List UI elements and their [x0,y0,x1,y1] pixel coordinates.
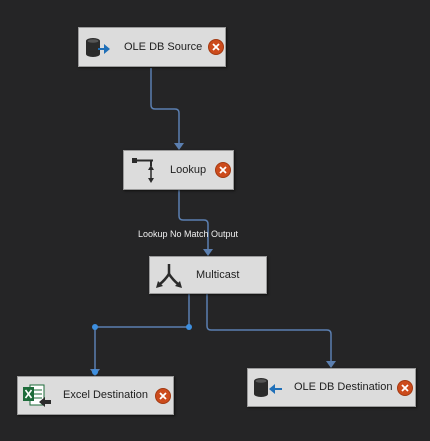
arrow-head [174,143,184,150]
node-label: Multicast [196,269,240,281]
error-icon [208,39,224,55]
path-handle[interactable] [92,369,98,375]
connector-lookup-to-multicast[interactable] [178,190,209,249]
connector-source-to-lookup[interactable] [150,68,180,143]
error-icon [215,162,231,178]
node-label: OLE DB Destination [294,381,393,393]
multicast-icon [156,264,182,288]
node-label: Lookup [170,164,207,176]
error-icon [155,388,171,404]
node-label: Excel Destination [63,389,148,401]
excel-icon [23,384,51,407]
arrow-head [326,361,336,368]
connector-multicast-to-oledb-destination[interactable] [206,294,332,361]
node-excel-destination[interactable]: Excel Destination [17,376,174,415]
node-lookup[interactable]: Lookup [123,150,234,190]
database-destination-icon [254,378,282,397]
database-source-icon [86,38,110,57]
node-multicast[interactable]: Multicast [149,256,267,294]
error-icon [397,380,413,396]
node-label: OLE DB Source [124,41,203,53]
node-ole-db-destination[interactable]: OLE DB Destination [247,368,416,407]
path-handle[interactable] [186,324,192,330]
path-handle[interactable] [92,324,98,330]
path-label-lookup-no-match[interactable]: Lookup No Match Output [138,229,239,239]
connector-multicast-to-excel[interactable] [94,294,190,369]
node-ole-db-source[interactable]: OLE DB Source [78,27,226,67]
arrow-head [203,249,213,256]
lookup-icon [132,158,154,183]
